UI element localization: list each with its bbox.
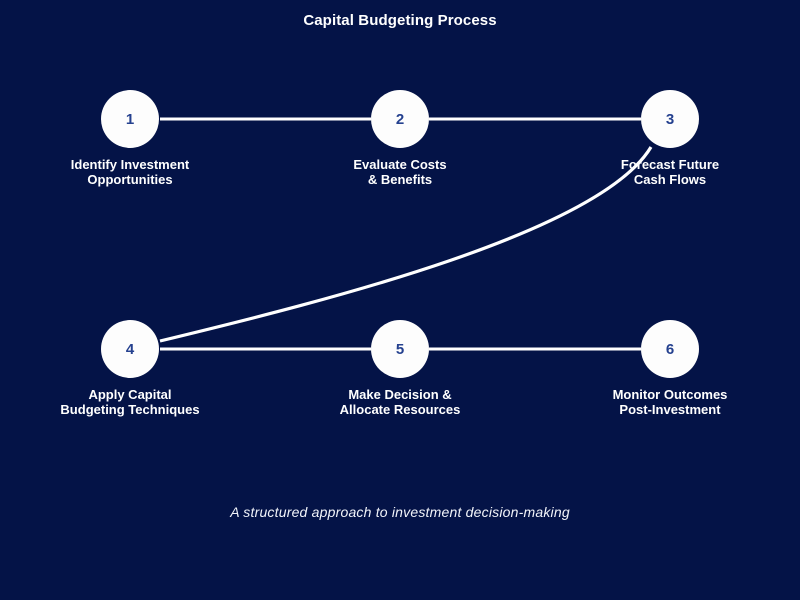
node-label-5: Make Decision & Allocate Resources <box>339 387 461 417</box>
process-node-6[interactable]: 6 <box>641 320 699 378</box>
node-number: 2 <box>395 110 405 128</box>
node-number: 5 <box>395 340 405 358</box>
node-label-6: Monitor Outcomes Post-Investment <box>612 387 728 417</box>
node-number: 4 <box>125 340 135 358</box>
node-label-3: Forecast Future Cash Flows <box>620 157 720 187</box>
process-node-1[interactable]: 1 <box>101 90 159 148</box>
process-node-2[interactable]: 2 <box>371 90 429 148</box>
process-node-3[interactable]: 3 <box>641 90 699 148</box>
footer-caption: A structured approach to investment deci… <box>230 504 570 520</box>
node-number: 3 <box>665 110 675 128</box>
page-title: Capital Budgeting Process <box>303 12 497 29</box>
process-node-4[interactable]: 4 <box>101 320 159 378</box>
node-label-1: Identify Investment Opportunities <box>70 157 190 187</box>
node-label-4: Apply Capital Budgeting Techniques <box>60 387 200 417</box>
process-node-5[interactable]: 5 <box>371 320 429 378</box>
node-number: 1 <box>125 110 135 128</box>
node-number: 6 <box>665 340 675 358</box>
node-label-2: Evaluate Costs & Benefits <box>353 157 447 187</box>
